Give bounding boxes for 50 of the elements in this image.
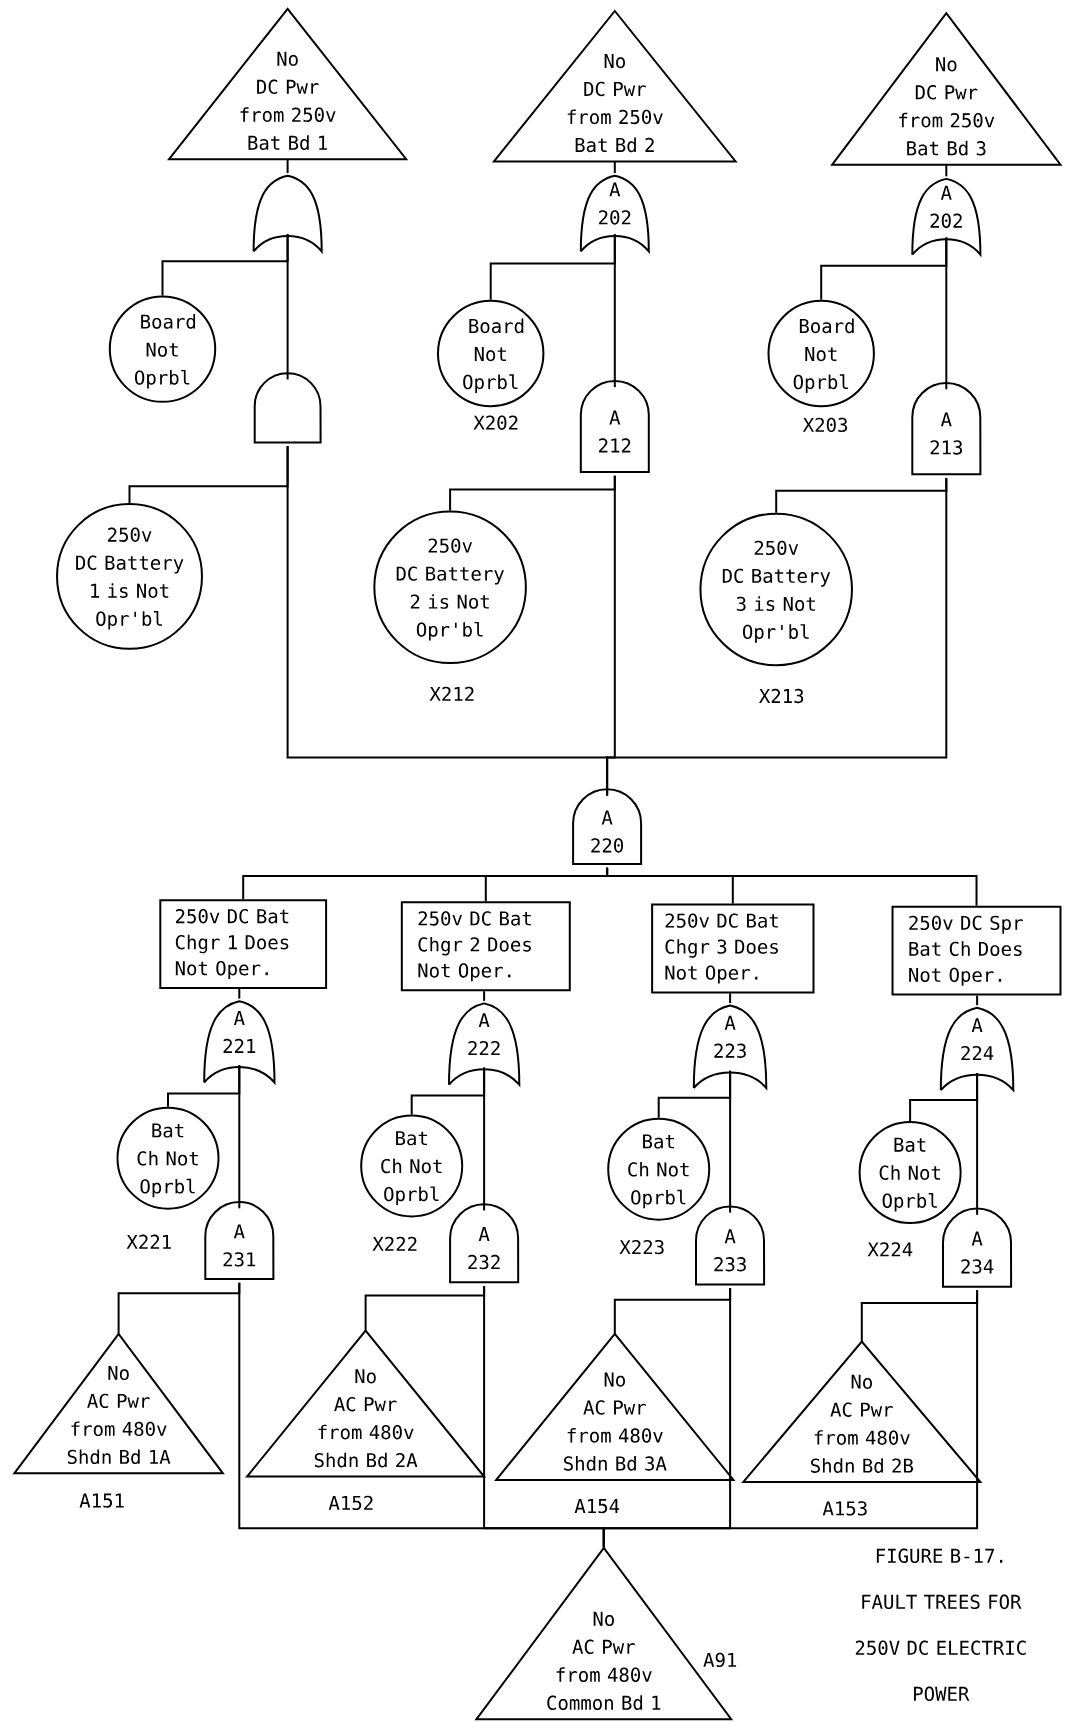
or-gate: A 221 <box>203 1000 276 1084</box>
and-gate: A 212 <box>579 379 650 474</box>
event-code: X202 <box>473 415 518 430</box>
and-gate: A 232 <box>449 1203 520 1284</box>
connector-line <box>729 992 732 1004</box>
connector-line <box>945 164 948 178</box>
event-code: A91 <box>703 1652 737 1668</box>
connector-line <box>976 1071 979 1216</box>
caption: FIGURE B-17. FAULT TREES FOR 250V DC ELECTRIC POWER <box>855 1548 1026 1701</box>
or-gate: A 222 <box>448 1002 521 1086</box>
event-box: 250v DC Bat Chgr 1 Does Not Oper. <box>159 899 328 989</box>
event-code: X223 <box>619 1239 664 1255</box>
event-code: X212 <box>429 686 474 701</box>
connector-line <box>286 158 289 174</box>
connector-line <box>613 233 616 389</box>
and-gate: A 220 <box>572 788 643 865</box>
and-gate <box>253 372 322 444</box>
connector-line <box>286 233 289 381</box>
event-code: X213 <box>759 688 804 704</box>
event-code: A151 <box>79 1493 124 1508</box>
connector-line <box>483 990 486 1002</box>
connector-line <box>238 988 241 1000</box>
connector-line <box>606 476 948 797</box>
connector-line <box>945 236 948 391</box>
connector-line <box>602 1289 979 1549</box>
connector-line <box>483 1066 486 1212</box>
event-box: 250v DC Bat Chgr 3 Does Not Oper. <box>651 903 815 994</box>
event-box: 250v DC Bat Chgr 2 Does Not Oper. <box>400 901 571 992</box>
connector-line <box>238 1064 241 1210</box>
and-gate: A 213 <box>911 382 982 476</box>
or-gate: A 202 <box>579 174 650 253</box>
event-code: X221 <box>126 1234 171 1249</box>
connector-line <box>729 1069 732 1214</box>
and-gate: A 234 <box>942 1207 1013 1288</box>
event-code: X222 <box>372 1236 417 1251</box>
or-gate: A 224 <box>939 1006 1015 1092</box>
and-gate: A 233 <box>695 1205 766 1286</box>
or-gate <box>252 174 323 253</box>
connector-line <box>976 994 979 1007</box>
event-code: A153 <box>822 1501 867 1516</box>
event-code: A152 <box>328 1495 373 1511</box>
connector-line <box>613 160 616 174</box>
event-code: A154 <box>574 1499 620 1514</box>
event-code: X203 <box>802 417 848 433</box>
event-box: 250v DC Spr Bat Ch Does Not Oper. <box>891 905 1062 996</box>
or-gate: A 223 <box>692 1004 768 1089</box>
connector-line <box>606 866 978 907</box>
event-code: X224 <box>867 1242 913 1257</box>
and-gate: A 231 <box>204 1201 275 1280</box>
or-gate: A 202 <box>911 177 982 256</box>
